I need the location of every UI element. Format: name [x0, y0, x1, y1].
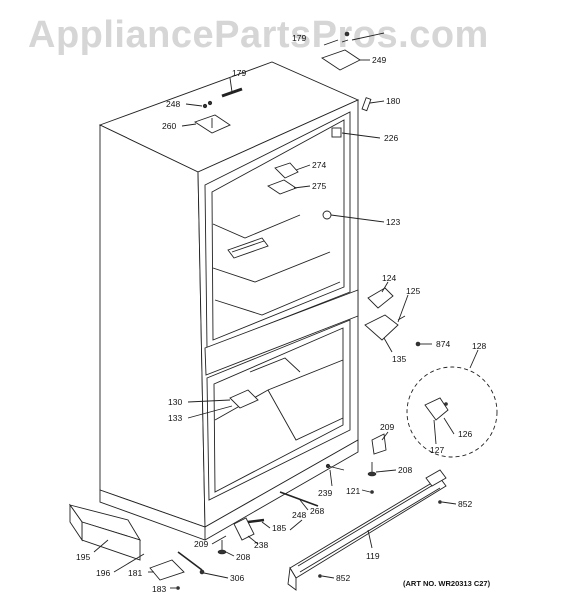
callout-121: 121	[346, 486, 360, 496]
callout-labels: 179 249 179 248 260 180 226 274 275 123 …	[76, 33, 491, 594]
callout-852: 852	[336, 573, 350, 583]
part-135	[364, 314, 399, 341]
knob-123	[322, 210, 332, 220]
callout-260: 260	[162, 121, 176, 131]
callout-180: 180	[386, 96, 400, 106]
callout-208: 208	[236, 552, 250, 562]
spring-185	[247, 518, 265, 524]
rod-306	[177, 551, 203, 571]
callout-133: 133	[168, 413, 182, 423]
callout-275: 275	[312, 181, 326, 191]
leader-lines	[93, 59, 479, 589]
part-124	[367, 287, 394, 309]
hinge-249	[320, 49, 361, 71]
part-180	[361, 97, 372, 112]
callout-119: 119	[366, 551, 380, 561]
part-874	[415, 341, 421, 347]
vent-grille	[227, 237, 269, 259]
screw-121	[370, 490, 374, 494]
callout-124: 124	[382, 273, 396, 283]
leveler-208-left	[217, 549, 227, 555]
fresh-food-opening	[204, 111, 351, 349]
leveler-208-right	[367, 471, 377, 477]
screw-179	[221, 87, 243, 98]
callout-128: 128	[472, 341, 486, 351]
part-130	[229, 389, 259, 409]
center-mullion	[204, 289, 359, 376]
callout-123: 123	[386, 217, 400, 227]
callout-127: 127	[430, 445, 444, 455]
callout-209: 209	[194, 539, 208, 549]
callout-126: 126	[458, 429, 472, 439]
callout-248: 248	[166, 99, 180, 109]
cabinet	[98, 61, 360, 541]
callout-852: 852	[458, 499, 472, 509]
hinge-260	[193, 114, 231, 134]
callout-208: 208	[398, 465, 412, 475]
screw-852-bottom	[318, 574, 322, 578]
freezer-opening	[206, 319, 351, 501]
cabinet-left-side	[99, 124, 206, 528]
screw-852-right	[438, 500, 442, 504]
callout-249: 249	[372, 55, 386, 65]
small-parts	[68, 31, 498, 591]
rod-268	[279, 491, 319, 507]
callout-268: 268	[310, 506, 324, 516]
part-238	[233, 517, 255, 541]
callout-179: 179	[292, 33, 306, 43]
callout-196: 196	[96, 568, 110, 578]
callout-135: 135	[392, 354, 406, 364]
callout-195: 195	[76, 552, 90, 562]
screw-183	[176, 586, 180, 590]
callout-238: 238	[254, 540, 268, 550]
callout-181: 181	[128, 568, 142, 578]
callout-239: 239	[318, 488, 332, 498]
watermark: AppliancePartsPros.com	[28, 14, 489, 56]
callout-874: 874	[436, 339, 450, 349]
callout-130: 130	[168, 397, 182, 407]
callout-179: 179	[232, 68, 246, 78]
callout-274: 274	[312, 160, 326, 170]
callout-248: 248	[292, 510, 306, 520]
detail-circle-128	[406, 366, 498, 458]
part-127	[424, 397, 449, 421]
callout-185: 185	[272, 523, 286, 533]
callout-226: 226	[384, 133, 398, 143]
part-181	[149, 559, 185, 581]
part-239	[325, 463, 331, 469]
art-number: (ART NO. WR20313 C27)	[403, 579, 491, 588]
callout-125: 125	[406, 286, 420, 296]
callout-209: 209	[380, 422, 394, 432]
callout-183: 183	[152, 584, 166, 594]
part-226	[331, 127, 342, 138]
light-274	[274, 162, 299, 179]
grille-119	[289, 477, 447, 579]
callout-306: 306	[230, 573, 244, 583]
